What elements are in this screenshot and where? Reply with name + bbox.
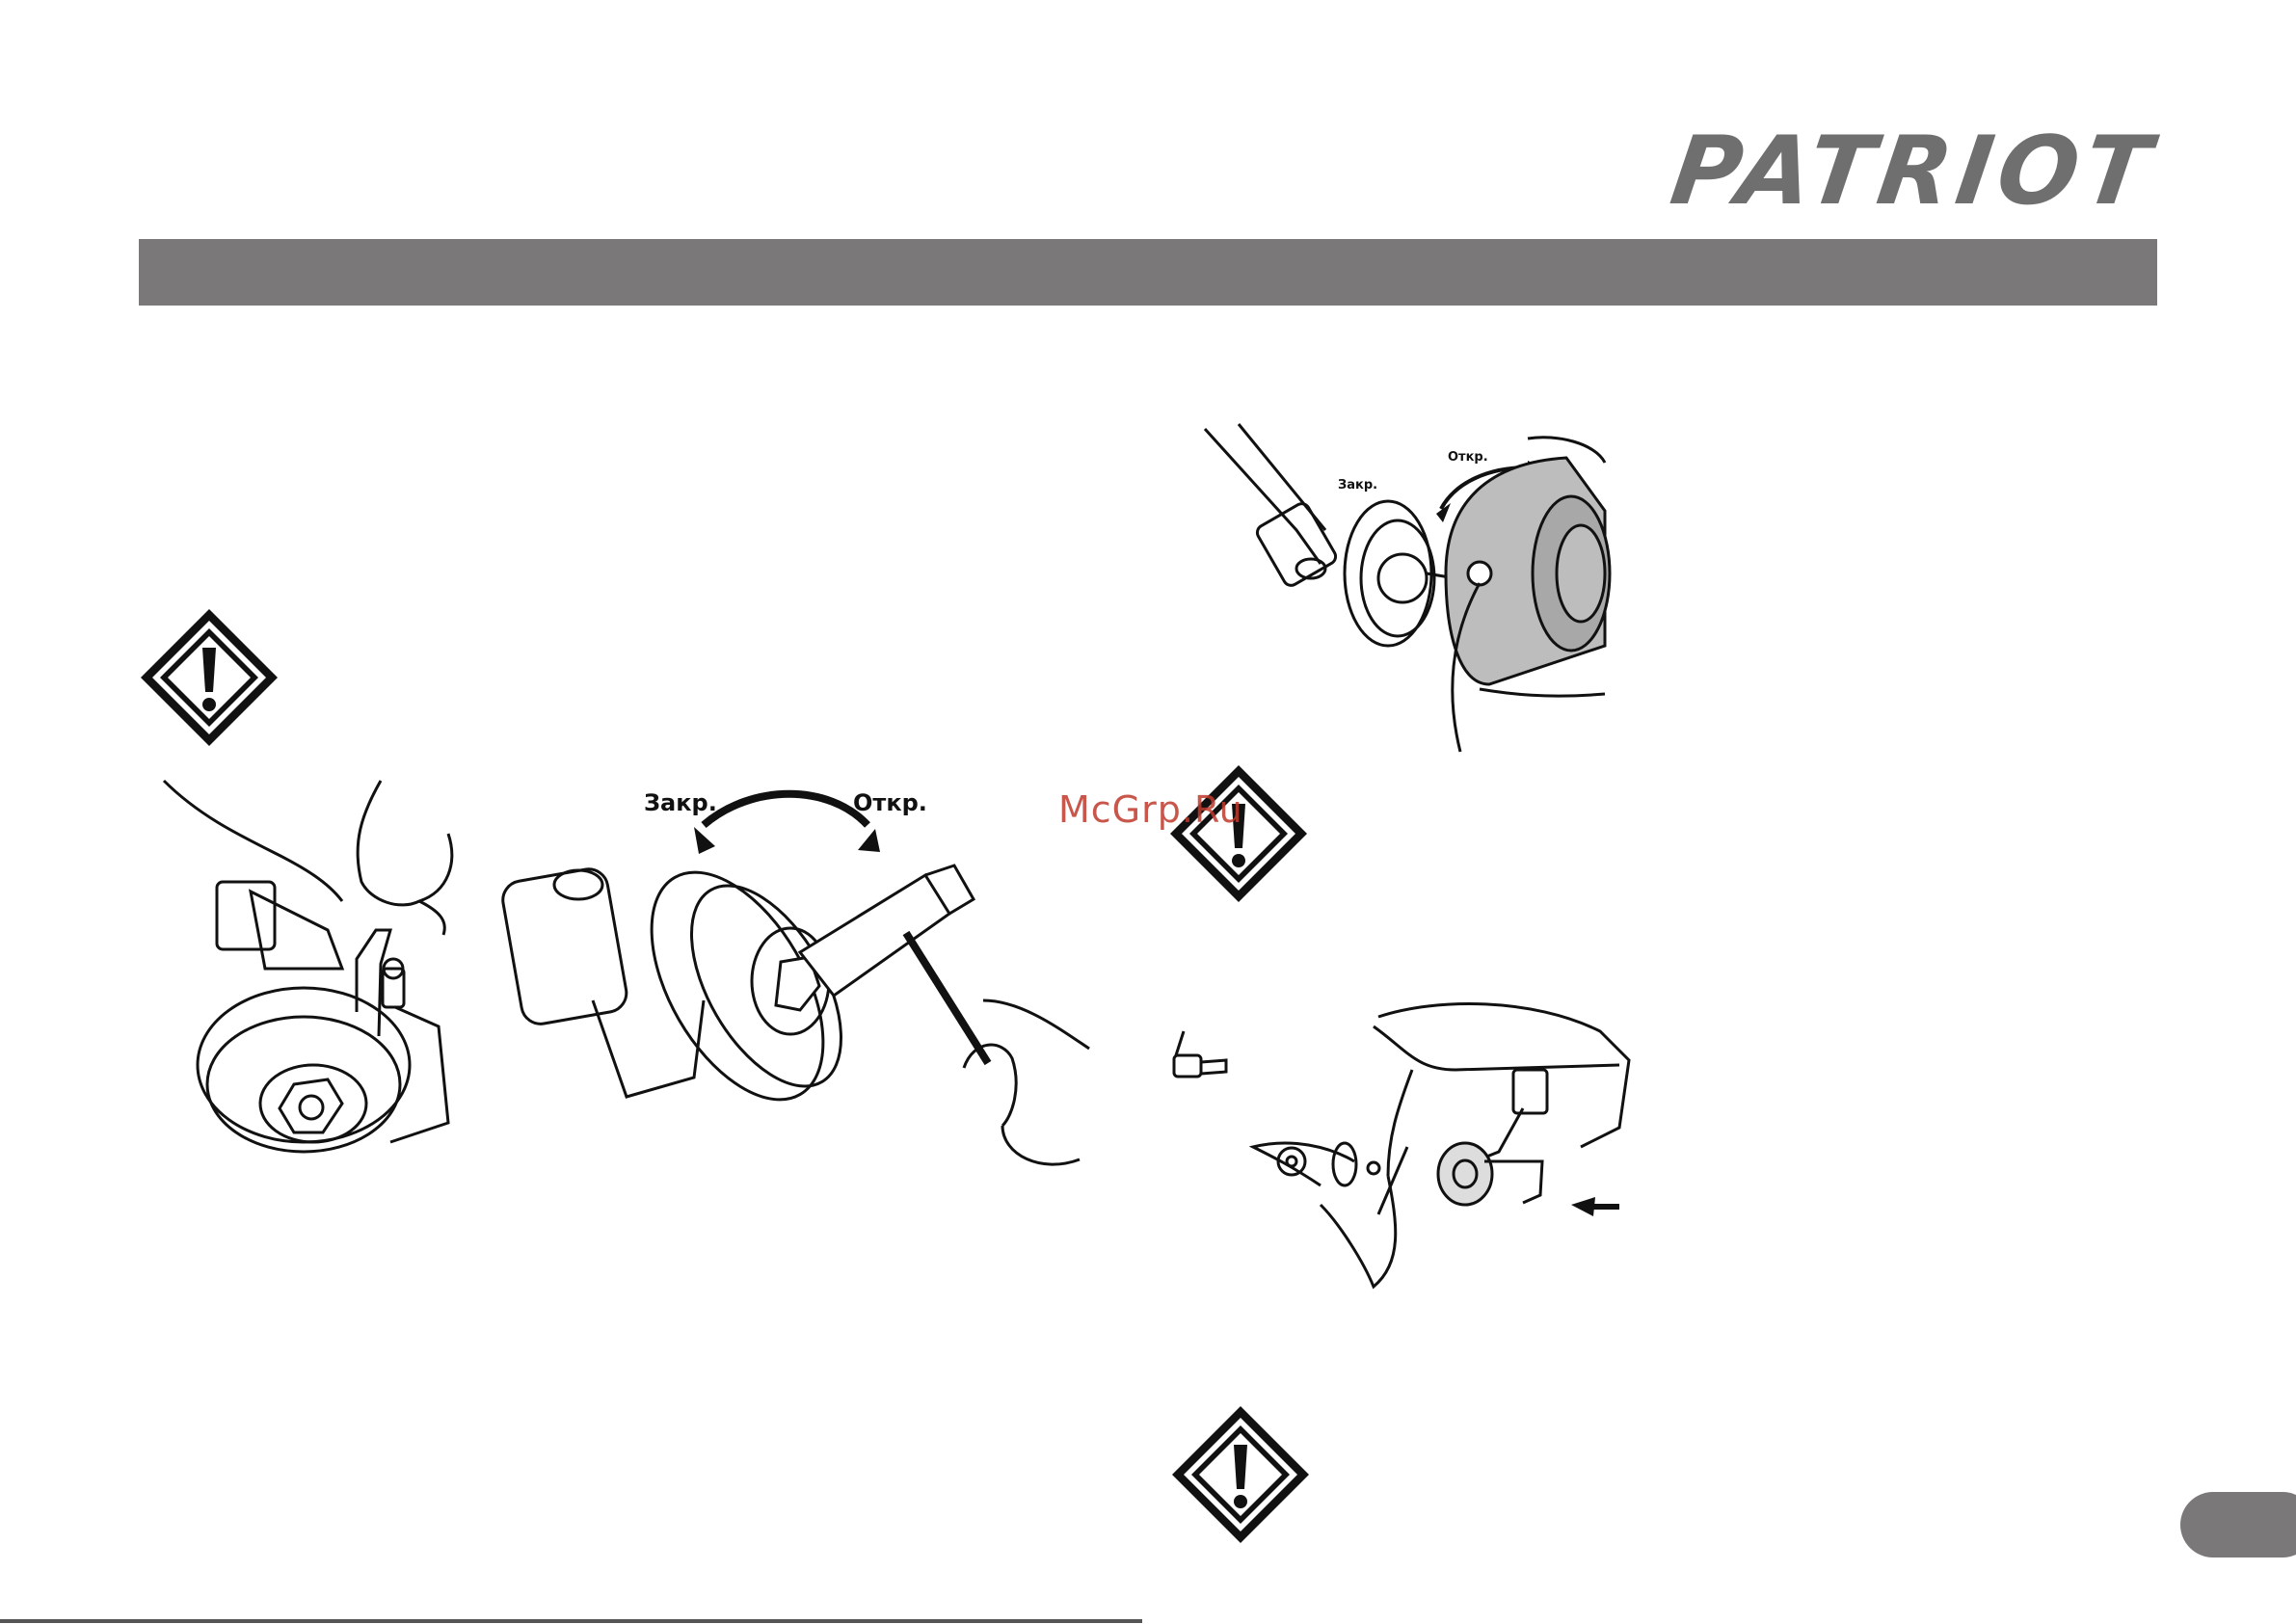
trimmer-spool-illustration: Закр. Откр. <box>1203 423 1612 753</box>
bottom-divider <box>0 1619 1142 1623</box>
brand-logo: PATRIOT <box>1664 117 2163 226</box>
blade-assembly-illustration <box>1172 1001 1631 1290</box>
spool-close-label: Закр. <box>1338 478 1377 493</box>
spool-open-label: Откр. <box>1448 450 1488 465</box>
page-number-tab <box>2180 1492 2296 1557</box>
wrench-open-label: Откр. <box>853 789 927 816</box>
socket-wrench-illustration: Закр. Откр. <box>501 789 1090 1166</box>
watermark: McGrp.Ru <box>1058 788 1243 831</box>
warning-diamond-icon <box>141 609 278 746</box>
section-header-bar <box>139 239 2157 306</box>
wrench-close-label: Закр. <box>644 789 717 816</box>
hex-key-gearhead-illustration <box>162 779 454 1154</box>
warning-diamond-icon <box>1170 765 1307 902</box>
warning-diamond-icon <box>1172 1406 1309 1543</box>
